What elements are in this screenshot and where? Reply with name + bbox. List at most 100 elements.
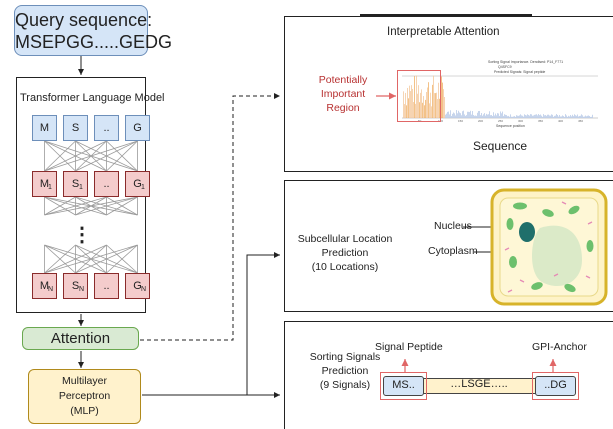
token-input-0: M <box>32 115 57 141</box>
mini-bar <box>564 116 565 118</box>
mini-bar <box>568 115 569 118</box>
signal-peptide-label: Signal Peptide <box>375 341 443 353</box>
important-region-highlight <box>397 70 441 122</box>
mini-bar <box>427 87 428 118</box>
token-hidden-2: .. <box>94 171 119 197</box>
mini-bar <box>544 115 545 118</box>
mini-bar <box>491 115 492 118</box>
sorting-line3: (9 Signals) <box>319 379 371 391</box>
mini-bar <box>453 112 454 118</box>
attention-edge <box>44 196 138 216</box>
mini-bar <box>459 112 460 118</box>
mini-bar <box>508 115 509 118</box>
mini-bar <box>436 92 437 118</box>
mini-bar <box>417 93 418 118</box>
mini-bar <box>579 115 580 118</box>
mini-bar <box>439 98 440 118</box>
mini-bar <box>538 114 539 118</box>
mini-bar <box>539 115 540 118</box>
attention-edge <box>44 140 76 172</box>
token-label: .. <box>103 122 110 134</box>
mini-bar <box>432 84 433 118</box>
mini-bar <box>590 116 591 118</box>
attention-edge <box>44 244 138 274</box>
mini-bar <box>528 114 529 118</box>
mini-bar <box>424 105 425 118</box>
token-label: M <box>39 122 50 134</box>
token-input-1: S <box>63 115 88 141</box>
mini-bar <box>582 115 583 118</box>
mini-bar <box>522 115 523 118</box>
mini-bar <box>447 111 448 118</box>
attention-edge <box>44 140 107 172</box>
mini-bar <box>513 116 514 118</box>
mini-bar <box>403 91 404 118</box>
signal-peptide-highlight <box>380 372 427 400</box>
token-label: .. <box>103 178 110 190</box>
mini-bar <box>503 115 504 118</box>
mini-bar <box>557 115 558 118</box>
token-subscript: 1 <box>79 184 83 191</box>
token-subscript: N <box>48 286 54 293</box>
mini-bar <box>589 116 590 118</box>
gpi-anchor-highlight <box>532 372 579 400</box>
mlp-line2: Perceptron <box>58 390 111 402</box>
cytoplasm-label: Cytoplasm <box>428 245 478 257</box>
token-label: G <box>133 280 142 292</box>
mini-bar <box>552 114 553 118</box>
mini-bar <box>408 98 409 118</box>
panel-attention-xlabel: Sequence <box>473 139 528 153</box>
token-label: S <box>71 178 80 190</box>
mini-bar <box>414 76 415 118</box>
sequence-mid-text: …LSGE….. <box>450 378 508 390</box>
layer-ellipsis: ⋮ <box>72 224 92 246</box>
mini-bar <box>562 115 563 118</box>
mini-bar <box>472 111 473 118</box>
mini-bar <box>404 104 405 118</box>
mini-bar <box>450 110 451 118</box>
mini-bar <box>517 115 518 118</box>
mini-bar <box>571 116 572 118</box>
mini-bar <box>405 92 406 118</box>
mini-bar <box>504 114 505 118</box>
mini-bar <box>441 76 442 118</box>
mini-bar <box>445 114 446 118</box>
query-title: Query sequence: <box>15 10 153 30</box>
mini-bar <box>406 105 407 118</box>
mini-bar <box>532 115 533 118</box>
mini-bar <box>578 116 579 118</box>
mini-bar <box>501 113 502 118</box>
callout-line2: Important <box>320 88 366 100</box>
token-label: S <box>71 122 80 134</box>
mini-bar <box>518 115 519 118</box>
attention-edge <box>44 140 138 172</box>
mini-bar <box>460 113 461 118</box>
mini-bar <box>437 99 438 118</box>
mini-bar <box>420 92 421 118</box>
mini-bar <box>531 114 532 118</box>
mini-bar <box>555 115 556 118</box>
mini-bar <box>477 112 478 118</box>
panel-sorting-signals <box>284 321 613 429</box>
mini-bar <box>554 115 555 118</box>
mini-bar <box>410 91 411 118</box>
mini-bar <box>570 115 571 118</box>
mini-bar <box>525 115 526 118</box>
mini-tick: 350 <box>538 119 543 123</box>
mini-bar <box>553 116 554 118</box>
token-label: .. <box>103 280 110 292</box>
mini-bar <box>462 111 463 118</box>
mini-xlabel: Sequence position <box>496 124 525 128</box>
sorting-line2: Prediction <box>321 365 369 377</box>
sequence-bar-left <box>383 376 424 396</box>
mini-bar <box>455 115 456 118</box>
mini-bar <box>468 111 469 118</box>
mini-bar <box>547 114 548 118</box>
mini-bar <box>469 112 470 118</box>
mini-bar <box>443 89 444 118</box>
mini-bar <box>586 116 587 118</box>
